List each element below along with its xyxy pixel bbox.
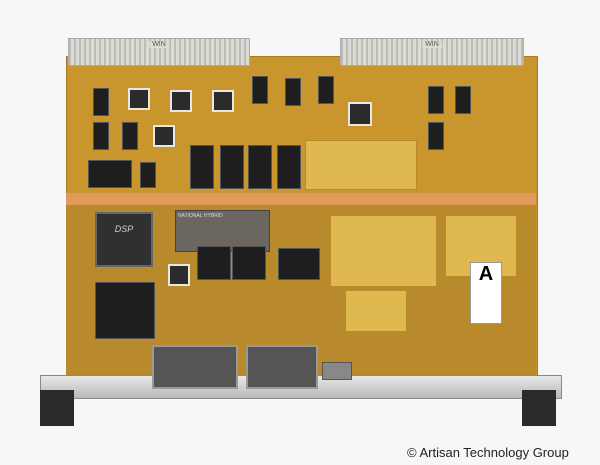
chip — [170, 90, 192, 112]
chip — [140, 162, 156, 188]
dsp-label: DSP — [114, 224, 134, 234]
memory-chip — [220, 145, 244, 189]
memory-chip — [248, 145, 272, 189]
ejector-handle-left — [40, 390, 74, 426]
chip — [348, 102, 372, 126]
backplane-connector-left: WIN — [68, 38, 250, 66]
transformer — [232, 246, 266, 280]
chip — [278, 248, 320, 280]
backplane-connector-right: WIN — [340, 38, 524, 66]
dsub-connector — [246, 345, 318, 389]
chip — [93, 122, 109, 150]
chip — [428, 122, 444, 150]
chip — [212, 90, 234, 112]
chip — [428, 86, 444, 114]
chip — [153, 125, 175, 147]
ejector-handle-right — [522, 390, 556, 426]
coax-connector — [322, 362, 352, 380]
connector-label: WIN — [149, 41, 169, 48]
hybrid-label: NATIONAL HYBRID — [178, 213, 223, 219]
connector-label: WIN — [422, 41, 442, 48]
footprint-area — [345, 290, 407, 332]
processor-chip — [95, 282, 155, 339]
memory-chip — [190, 145, 214, 189]
chip — [168, 264, 190, 286]
chip — [285, 78, 301, 106]
chip — [128, 88, 150, 110]
transformer — [197, 246, 231, 280]
footprint-area — [330, 215, 437, 287]
logo: A — [470, 262, 502, 324]
dsp-chip: DSP — [95, 212, 153, 267]
footprint-area — [305, 140, 417, 190]
chip — [93, 88, 109, 116]
chip — [122, 122, 138, 150]
watermark-text: © Artisan Technology Group — [407, 445, 569, 460]
memory-chip — [277, 145, 301, 189]
board-divider-band — [66, 193, 536, 205]
chip — [318, 76, 334, 104]
chip — [88, 160, 132, 188]
chip — [455, 86, 471, 114]
chip — [252, 76, 268, 104]
logo-letter: A — [478, 263, 494, 285]
dsub-connector — [152, 345, 238, 389]
